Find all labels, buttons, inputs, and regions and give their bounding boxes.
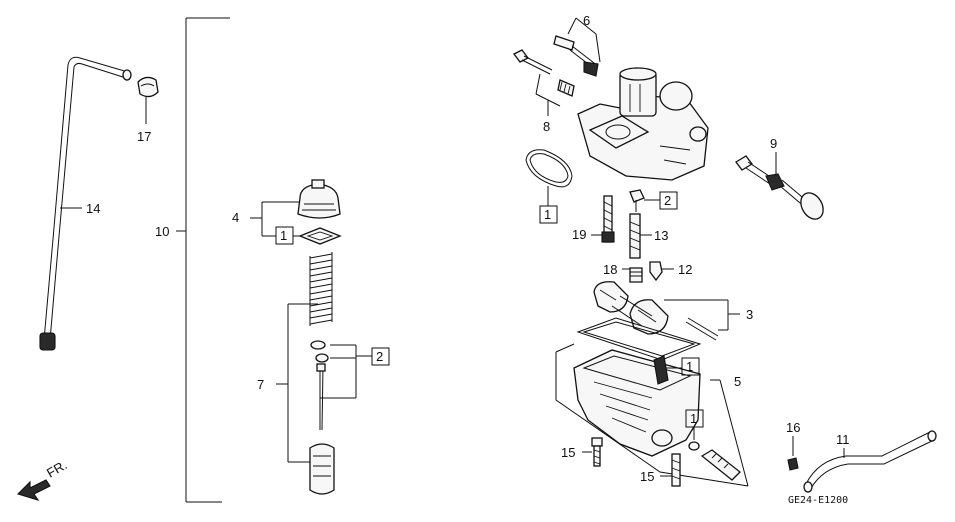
top-gasket-1[interactable]: [298, 227, 342, 245]
label-1-drain: 1: [690, 411, 697, 426]
carb-top-cap-4[interactable]: [297, 179, 341, 219]
throttle-stop-screw-6[interactable]: [553, 35, 599, 77]
tube-14[interactable]: [39, 56, 132, 351]
drain-o-ring[interactable]: [688, 441, 700, 451]
choke-plunger-9[interactable]: [735, 155, 828, 223]
slow-jet-13[interactable]: [629, 213, 641, 259]
label-17: 17: [137, 129, 151, 144]
float-valve-12[interactable]: [649, 261, 663, 282]
needle-clip-2[interactable]: [310, 340, 329, 363]
label-3: 3: [746, 307, 753, 322]
needle-jet-2[interactable]: [629, 189, 645, 212]
label-1-gasket: 1: [280, 228, 287, 243]
drain-tube-11[interactable]: [803, 430, 937, 493]
label-11: 11: [836, 432, 850, 447]
label-18: 18: [603, 262, 617, 277]
label-15-left: 15: [561, 445, 575, 460]
label-10: 10: [155, 224, 169, 239]
label-2-clip: 2: [376, 349, 383, 364]
clip-16[interactable]: [787, 457, 799, 471]
label-7: 7: [257, 377, 264, 392]
float-pin[interactable]: [685, 317, 719, 341]
label-6: 6: [583, 13, 590, 28]
label-9: 9: [770, 136, 777, 151]
front-direction-arrow: FR.: [16, 457, 70, 501]
label-13: 13: [654, 228, 668, 243]
label-12: 12: [678, 262, 692, 277]
chamber-screw-15-left[interactable]: [591, 437, 603, 467]
needle-jet-holder-19[interactable]: [601, 195, 615, 243]
label-5: 5: [734, 374, 741, 389]
label-15-right: 15: [640, 469, 654, 484]
diagram-code: GE24-E1200: [788, 495, 848, 506]
label-19: 19: [572, 227, 586, 242]
clamp-17[interactable]: [137, 76, 159, 98]
drain-screw[interactable]: [700, 449, 741, 481]
air-screw-8[interactable]: [513, 49, 575, 97]
label-2-jet: 2: [664, 193, 671, 208]
label-1-chamber: 1: [686, 359, 693, 374]
label-4: 4: [232, 210, 239, 225]
chamber-screw-15-right[interactable]: [671, 453, 681, 487]
jet-needle[interactable]: [316, 363, 326, 431]
label-1-oring: 1: [544, 207, 551, 222]
label-14: 14: [86, 201, 100, 216]
o-ring-1-upper[interactable]: [525, 149, 573, 188]
carburetor-body[interactable]: [577, 67, 709, 181]
throttle-valve[interactable]: [309, 443, 335, 495]
float-chamber-gasket[interactable]: [576, 317, 702, 361]
label-16: 16: [786, 420, 800, 435]
float-chamber-5[interactable]: [573, 349, 701, 457]
label-8: 8: [543, 119, 550, 134]
throttle-spring[interactable]: [309, 252, 333, 326]
front-label: FR.: [44, 457, 70, 480]
main-jet-18[interactable]: [629, 267, 643, 283]
